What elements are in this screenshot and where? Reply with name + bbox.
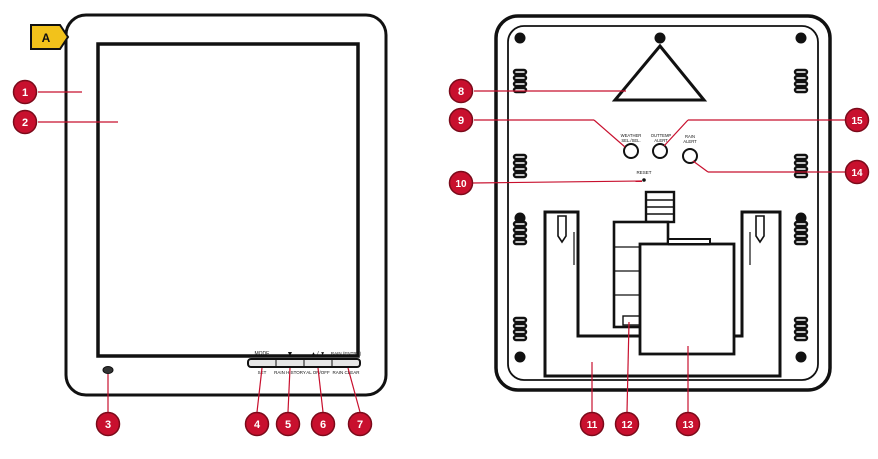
callout-9: 9 (448, 107, 474, 133)
vent-slot (793, 171, 809, 179)
svg-text:4: 4 (254, 419, 261, 431)
button-label-set: SET (258, 370, 267, 375)
vent-slot (512, 153, 528, 161)
callout-1: 1 (12, 79, 38, 105)
svg-text:3: 3 (105, 419, 111, 431)
back-case-inner (507, 25, 819, 381)
battery-cover (638, 242, 736, 356)
svg-text:8: 8 (458, 86, 464, 98)
svg-text:15: 15 (851, 116, 863, 127)
vent-slot (793, 316, 809, 324)
front-view: MODE ▼ ▲ / ▼ RAIN (ENTRY) SET RAIN HISTO… (30, 13, 388, 413)
vent-slot (512, 316, 528, 324)
callout-3: 3 (95, 411, 121, 437)
vent-slot (512, 238, 528, 246)
corner-hole-br (795, 351, 807, 363)
vent-slot (793, 220, 809, 228)
weather-sel-button[interactable] (623, 143, 639, 159)
vent-slot (512, 74, 528, 82)
vent-slot (793, 153, 809, 161)
vent-slot (512, 232, 528, 240)
outtemp-alert-label-1: OUTTEMP (651, 133, 672, 138)
vent-slot (793, 74, 809, 82)
vent-slot (793, 80, 809, 88)
corner-hole-mr (795, 212, 807, 224)
vent-slot (512, 322, 528, 330)
svg-text:12: 12 (621, 420, 633, 431)
vent-slot (512, 159, 528, 167)
reset-hole[interactable] (642, 178, 646, 182)
vent-slot (512, 68, 528, 76)
callout-4: 4 (244, 411, 270, 437)
vent-slot (793, 328, 809, 336)
button-label-up-down: ▲ / ▼ (311, 351, 325, 357)
rain-alert-label-2: ALERT (683, 139, 697, 144)
button-label-rain-entry: RAIN (ENTRY) (331, 351, 362, 356)
vent-slot (793, 238, 809, 246)
corner-hole-ml (514, 212, 526, 224)
button-label-rain-clear: RAIN CLEAR (332, 370, 360, 375)
corner-hole-tl (514, 32, 526, 44)
outtemp-alert-label-2: ALERT (654, 138, 668, 143)
vent-slot (793, 226, 809, 234)
callout-10: 10 (448, 170, 474, 196)
callout-13: 13 (675, 411, 701, 437)
callout-6: 6 (310, 411, 336, 437)
outtemp-alert-button[interactable] (652, 143, 668, 159)
display-screen (96, 42, 360, 358)
callout-8: 8 (448, 78, 474, 104)
weather-sel-label-2: SEL./SEL. (621, 138, 640, 143)
vent-slot (793, 322, 809, 330)
hanging-hook (611, 43, 708, 102)
vent-slot (512, 165, 528, 173)
svg-text:7: 7 (357, 419, 363, 431)
vent-slot (793, 232, 809, 240)
vent-slot (793, 68, 809, 76)
callout-12: 12 (614, 411, 640, 437)
mount-post (644, 190, 676, 224)
vent-slot (512, 334, 528, 342)
light-sensor (102, 366, 114, 374)
rain-alert-label-1: RAIN (685, 134, 695, 139)
svg-text:14: 14 (851, 168, 863, 179)
section-tag-a: A (30, 24, 70, 50)
weather-sel-label-1: WEATHER (621, 133, 642, 138)
svg-text:10: 10 (455, 179, 467, 190)
callout-15: 15 (844, 107, 870, 133)
corner-hole-tr (795, 32, 807, 44)
svg-text:5: 5 (285, 419, 291, 431)
callout-7: 7 (347, 411, 373, 437)
vent-slot (512, 226, 528, 234)
rain-alert-button[interactable] (682, 148, 698, 164)
vent-slot (793, 159, 809, 167)
vent-slot (793, 334, 809, 342)
vent-slot (512, 220, 528, 228)
corner-hole-bl (514, 351, 526, 363)
callout-5: 5 (275, 411, 301, 437)
button-label-down: ▼ (287, 351, 294, 358)
svg-text:11: 11 (587, 420, 598, 431)
svg-text:A: A (42, 31, 51, 45)
vent-slots (512, 68, 809, 342)
vent-slot (793, 165, 809, 173)
vent-slot (512, 328, 528, 336)
vent-slot (512, 80, 528, 88)
svg-text:13: 13 (682, 420, 694, 431)
svg-text:2: 2 (22, 117, 28, 129)
reset-label: RESET (636, 170, 651, 175)
callout-2: 2 (12, 109, 38, 135)
callout-14: 14 (844, 159, 870, 185)
back-view: WEATHER SEL./SEL. OUTTEMP ALERT RAIN ALE… (471, 14, 852, 413)
button-label-mode: MODE (255, 351, 271, 357)
vent-slot (512, 171, 528, 179)
callout-11: 11 (579, 411, 605, 437)
vent-slot (793, 86, 809, 94)
svg-text:6: 6 (320, 419, 326, 431)
svg-text:9: 9 (458, 115, 464, 127)
svg-text:1: 1 (22, 87, 28, 99)
